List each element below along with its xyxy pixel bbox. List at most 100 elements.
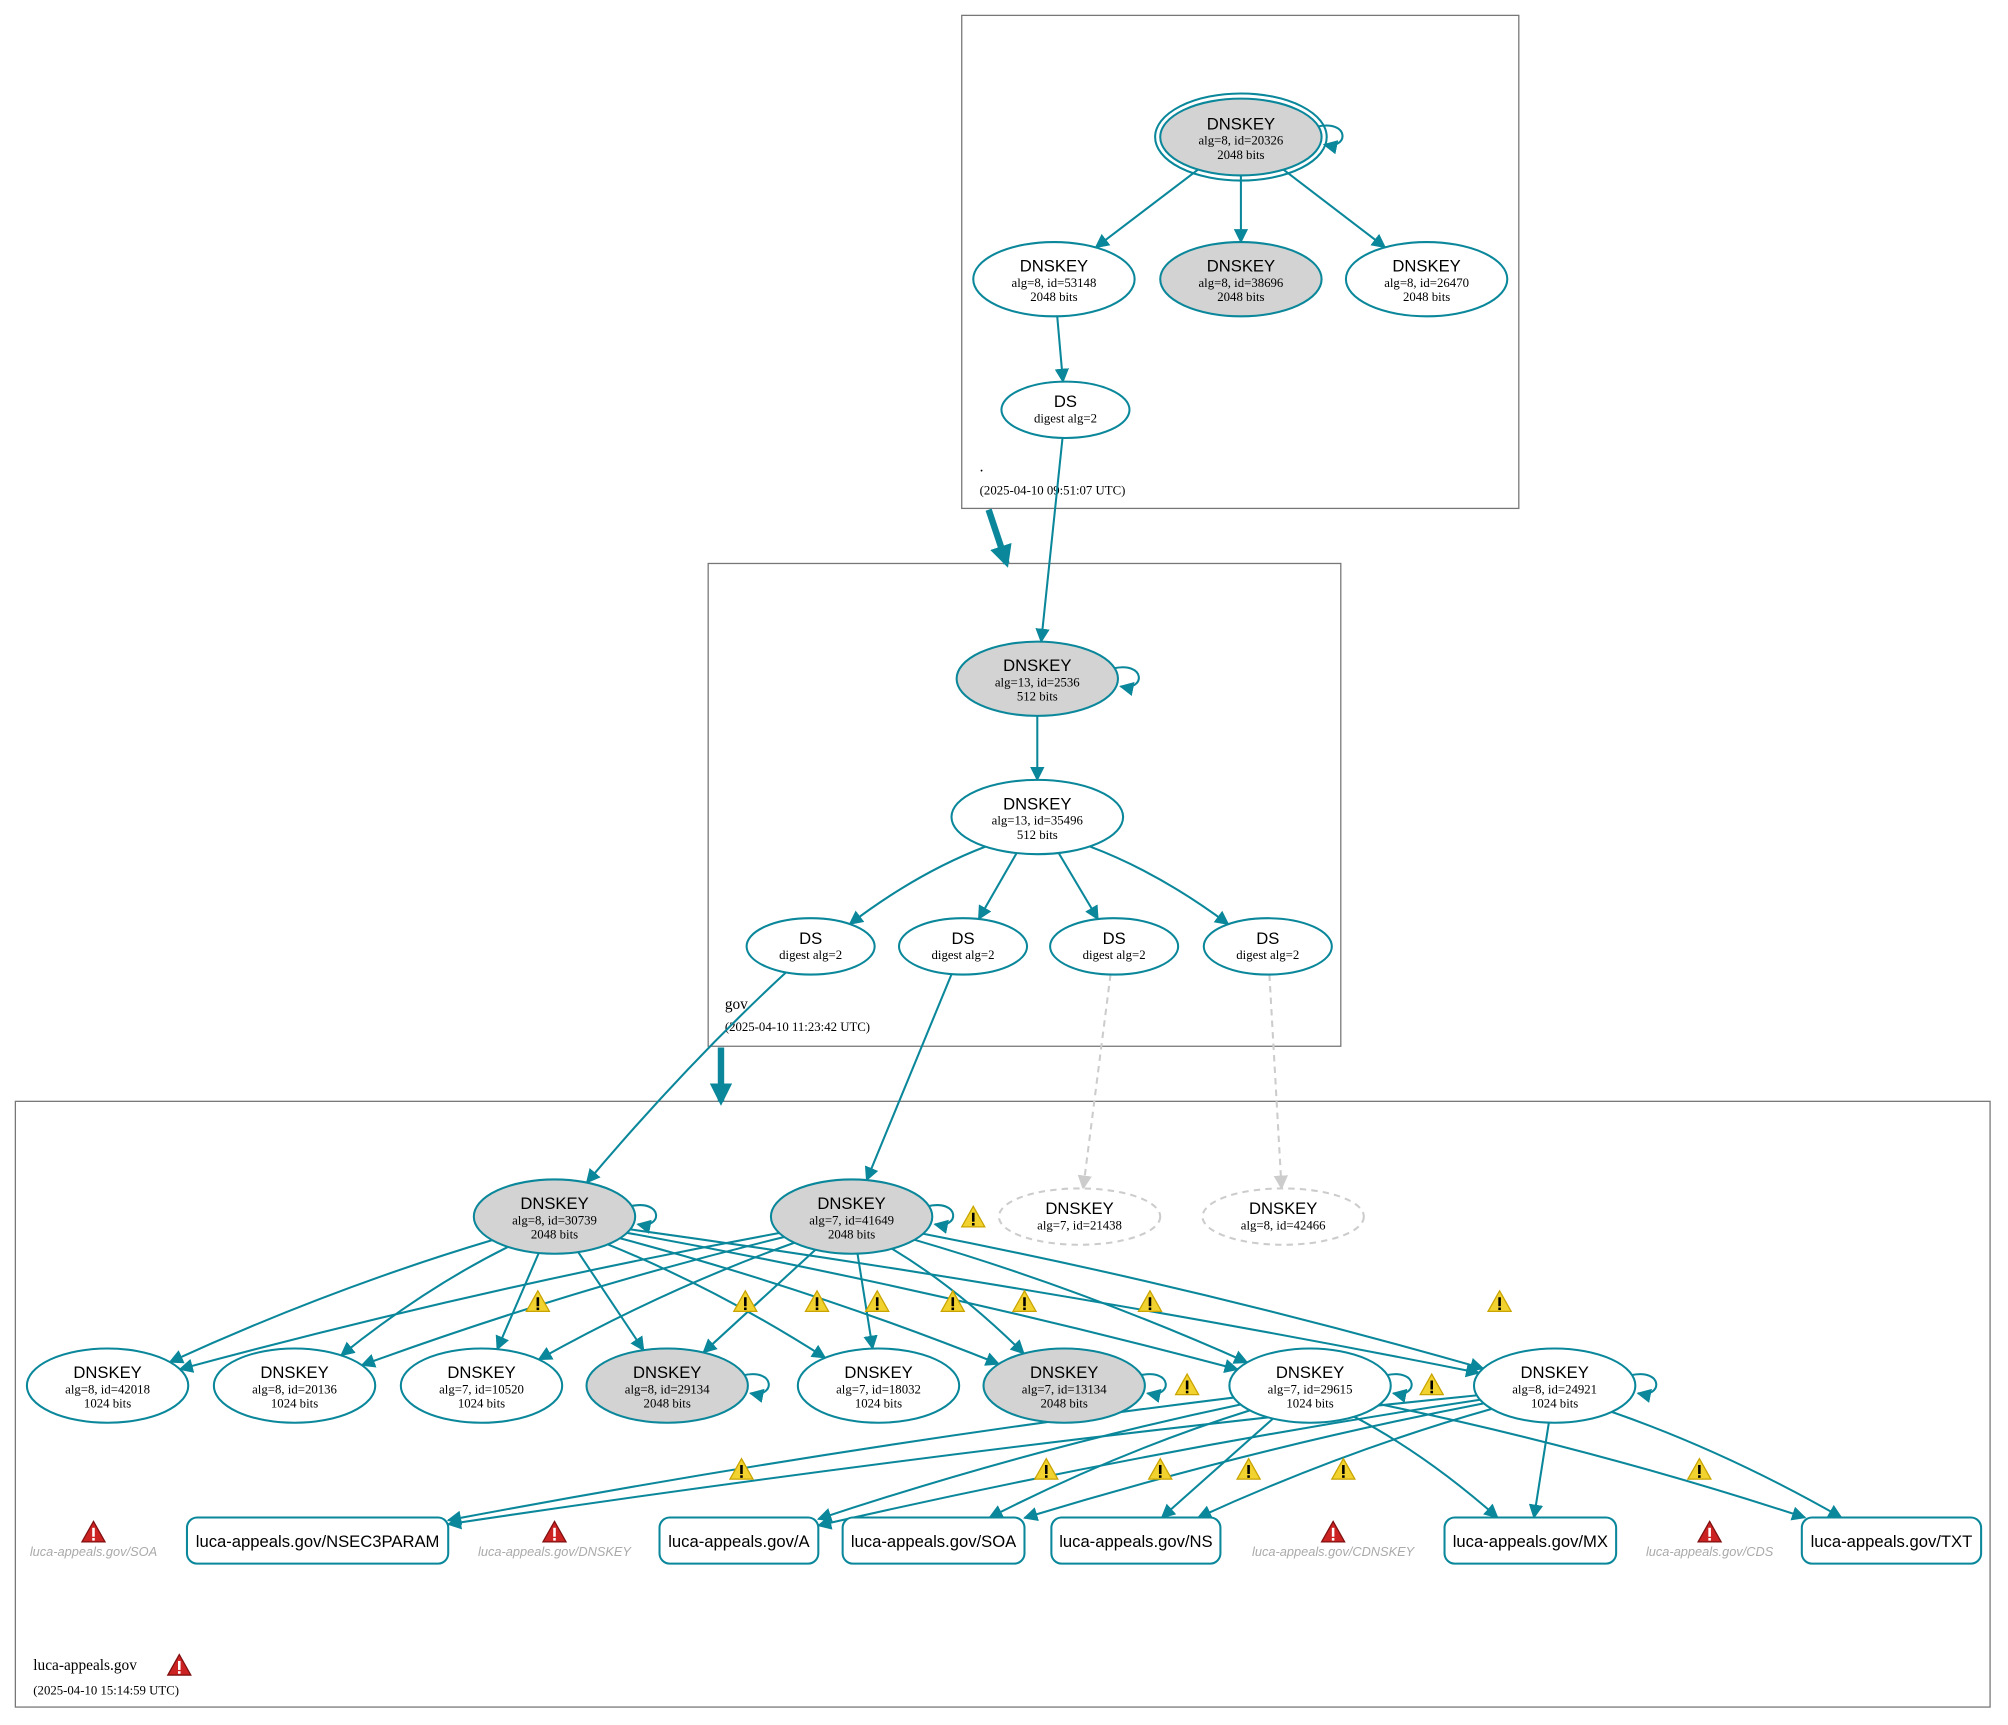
warning-icon[interactable] xyxy=(1147,1457,1173,1480)
warning-icon[interactable] xyxy=(1486,1289,1513,1312)
signature-edge xyxy=(340,1245,509,1357)
node-type: DS xyxy=(951,929,974,948)
node-size: 2048 bits xyxy=(531,1227,578,1241)
node-type: DNSKEY xyxy=(1207,114,1275,133)
rrset-box xyxy=(841,1516,1026,1565)
warning-icon[interactable] xyxy=(1330,1457,1356,1480)
signature-edge xyxy=(1077,974,1112,1190)
self-signature-edge xyxy=(1629,1373,1658,1403)
warning-icon[interactable] xyxy=(960,1205,986,1228)
rrset-node[interactable]: luca-appeals.gov/A xyxy=(658,1516,820,1565)
node-ellipse xyxy=(955,640,1119,717)
rrset-node[interactable]: luca-appeals.gov/SOA xyxy=(841,1516,1026,1565)
node-size: 2048 bits xyxy=(1030,290,1077,304)
signature-edge xyxy=(1089,845,1230,926)
signature-edge xyxy=(922,1232,1485,1372)
signature-edge xyxy=(1353,1415,1499,1519)
node-type: DNSKEY xyxy=(260,1363,328,1382)
signature-edge xyxy=(1528,1422,1550,1519)
rrset-node[interactable]: luca-appeals.gov/TXT xyxy=(1800,1516,1983,1565)
error-icon[interactable] xyxy=(80,1520,107,1543)
zone-date: (2025-04-10 09:51:07 UTC) xyxy=(980,483,1126,497)
error-icon[interactable] xyxy=(1320,1520,1346,1543)
warning-icon[interactable] xyxy=(864,1289,890,1312)
node-detail: alg=8, id=24921 xyxy=(1512,1382,1597,1396)
node-type: DNSKEY xyxy=(633,1363,701,1382)
error-icon[interactable] xyxy=(541,1520,568,1543)
node-size: 2048 bits xyxy=(828,1227,875,1241)
warning-icon[interactable] xyxy=(804,1289,830,1312)
error-icon[interactable] xyxy=(1696,1520,1723,1543)
missing-rrset-label[interactable]: luca-appeals.gov/CDNSKEY xyxy=(1252,1544,1416,1559)
node-type: DNSKEY xyxy=(817,1194,885,1213)
warning-icon[interactable] xyxy=(728,1457,755,1480)
node-detail: alg=7, id=21438 xyxy=(1037,1218,1122,1232)
warning-icon[interactable] xyxy=(1137,1289,1163,1312)
signature-edge xyxy=(914,1238,1249,1364)
node-size: 2048 bits xyxy=(1403,290,1450,304)
rrset-node[interactable]: luca-appeals.gov/NSEC3PARAM xyxy=(185,1516,450,1565)
missing-rrset-label[interactable]: luca-appeals.gov/DNSKEY xyxy=(478,1544,632,1559)
warning-icon[interactable] xyxy=(940,1289,966,1312)
signature-edge xyxy=(1611,1410,1843,1519)
node-ellipse xyxy=(585,1347,749,1424)
node-size: 2048 bits xyxy=(1041,1396,1088,1410)
zone-date: (2025-04-10 15:14:59 UTC) xyxy=(33,1683,179,1697)
signature-edge xyxy=(1160,1417,1274,1519)
missing-rrset-label[interactable]: luca-appeals.gov/SOA xyxy=(30,1544,157,1559)
node-type: DNSKEY xyxy=(1392,256,1460,275)
node-size: 2048 bits xyxy=(1217,290,1264,304)
warning-icon[interactable] xyxy=(1011,1289,1038,1312)
delegation-edges xyxy=(709,508,1012,1106)
node-size: 1024 bits xyxy=(855,1396,902,1410)
self-signature-edge xyxy=(1316,124,1344,155)
warning-icon[interactable] xyxy=(1033,1457,1059,1480)
warning-icon[interactable] xyxy=(1174,1372,1200,1396)
signature-edge xyxy=(864,973,953,1182)
node-detail: alg=8, id=20326 xyxy=(1199,134,1284,148)
signature-edge xyxy=(977,852,1018,921)
rrset-node[interactable]: luca-appeals.gov/MX xyxy=(1443,1516,1618,1565)
rrset-label: luca-appeals.gov/NSEC3PARAM xyxy=(196,1532,440,1551)
error-icon[interactable] xyxy=(166,1653,192,1676)
rrset-node[interactable]: luca-appeals.gov/NS xyxy=(1050,1516,1222,1565)
missing-rrset-label[interactable]: luca-appeals.gov/CDS xyxy=(1646,1544,1774,1559)
self-signature-edge xyxy=(926,1204,955,1234)
warning-icon[interactable] xyxy=(525,1289,551,1312)
zone-root: . (2025-04-10 09:51:07 UTC) xyxy=(961,14,1520,510)
signature-edge xyxy=(630,1228,1481,1378)
node-detail: alg=7, id=18032 xyxy=(836,1382,921,1396)
warning-icon[interactable] xyxy=(1686,1457,1712,1480)
warning-icon[interactable] xyxy=(1235,1457,1262,1480)
warning-icon[interactable] xyxy=(1419,1372,1445,1396)
zone-box-gov xyxy=(707,562,1342,1047)
node-ellipse xyxy=(1000,380,1131,440)
signature-edge xyxy=(168,1239,493,1364)
warning-icon[interactable] xyxy=(732,1289,758,1312)
node-ellipse xyxy=(212,1347,377,1424)
node-ellipse xyxy=(897,917,1029,976)
